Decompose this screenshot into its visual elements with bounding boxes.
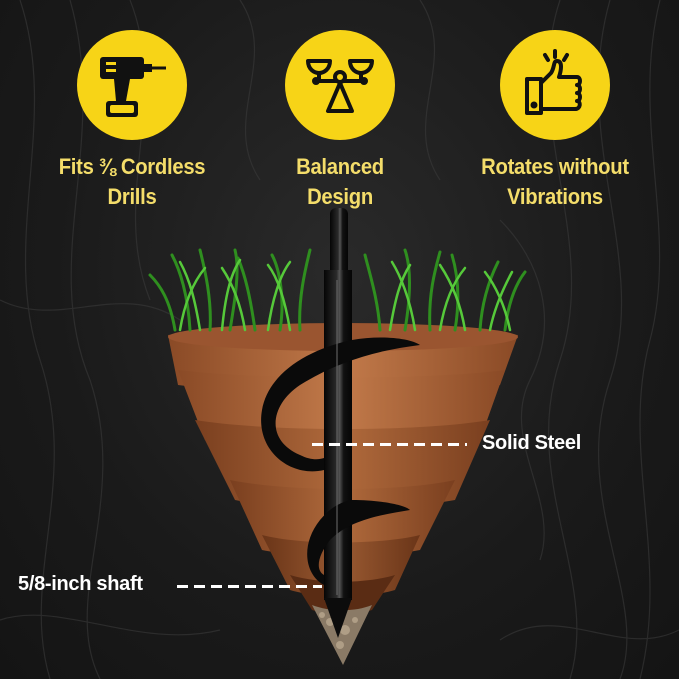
feature-cordless-drills: Fits ⅜ Cordless Drills [32, 30, 232, 212]
feature-label-line: Balanced [296, 154, 384, 179]
feature-label-line: Fits ⅜ Cordless [58, 154, 206, 179]
feature-label-line: Drills [107, 184, 157, 209]
feature-label-line: Design [307, 184, 373, 209]
auger-drill-bit [261, 208, 420, 638]
feature-label: Rotates without Vibrations [463, 152, 647, 212]
grass [148, 248, 527, 332]
thumbs-up-icon [525, 49, 582, 115]
callout-shaft-size: 5/8-inch shaft [18, 573, 143, 595]
feature-label-line: Vibrations [507, 184, 603, 209]
shaft-dashed-line [177, 585, 322, 588]
feature-rotates-without-vibrations: Rotates without Vibrations [455, 30, 655, 212]
cordless-drill-icon [100, 57, 166, 117]
feature-label: Balanced Design [248, 152, 432, 212]
feature-icon-circle [285, 30, 395, 140]
callout-solid-steel: Solid Steel [482, 432, 581, 454]
feature-label-line: Rotates without [481, 154, 629, 179]
solid-steel-dashed-line [312, 443, 467, 446]
feature-label: Fits ⅜ Cordless Drills [40, 152, 224, 212]
feature-icon-circle [500, 30, 610, 140]
balance-scale-icon [306, 59, 374, 113]
feature-icon-circle [77, 30, 187, 140]
feature-balanced-design: Balanced Design [240, 30, 440, 212]
